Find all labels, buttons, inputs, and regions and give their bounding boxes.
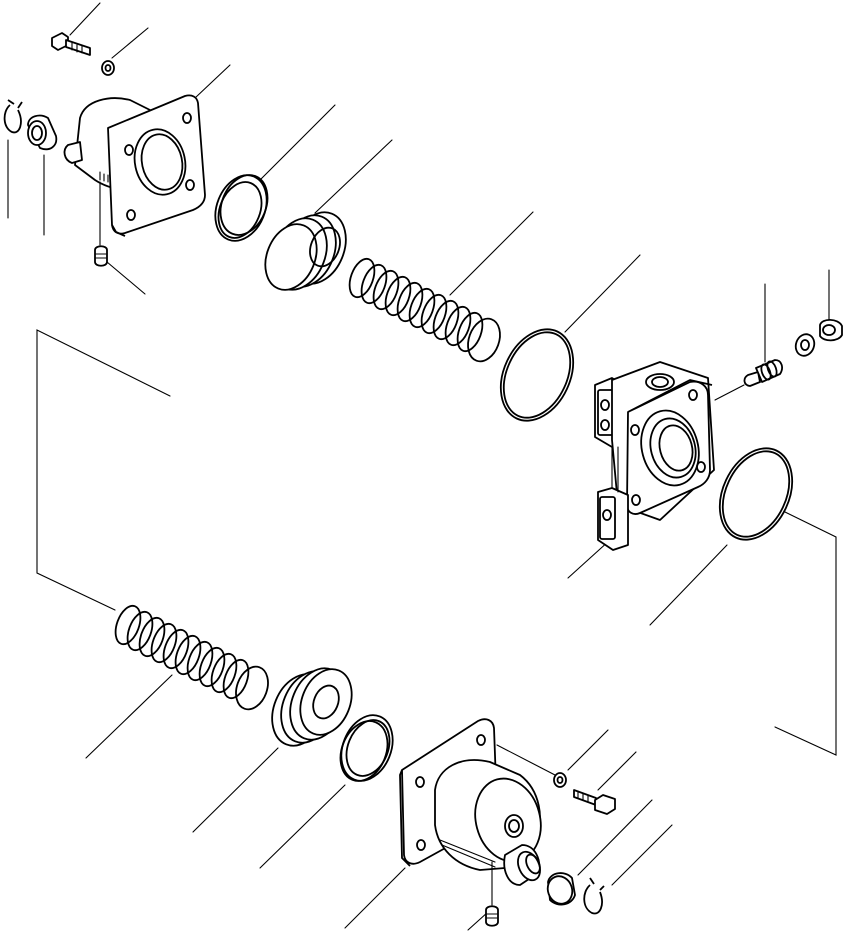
cover-icon (63, 94, 206, 246)
set-screw-icon (485, 905, 499, 927)
seal-ring-icon (214, 174, 269, 242)
bolt-icon (573, 789, 616, 815)
washer-icon (101, 60, 115, 76)
o-ring-icon (718, 447, 794, 541)
fitting-icon (743, 359, 783, 387)
piston-icon (271, 667, 353, 747)
leader-lines (7, 2, 837, 931)
cover-icon (399, 718, 542, 906)
snap-ring-icon (583, 877, 605, 915)
washer-icon (794, 318, 843, 357)
valve-body-icon (594, 361, 715, 551)
snap-ring-icon (3, 99, 23, 134)
spring-icon (114, 604, 269, 711)
spring-icon (348, 257, 501, 363)
bushing-icon (27, 114, 58, 151)
set-screw-icon (94, 245, 108, 267)
o-ring-icon (499, 328, 575, 422)
bolt-icon (51, 32, 91, 56)
piston-icon (264, 211, 347, 291)
bushing-icon (546, 872, 576, 906)
seal-ring-icon (339, 714, 394, 782)
washer-icon (553, 772, 567, 788)
